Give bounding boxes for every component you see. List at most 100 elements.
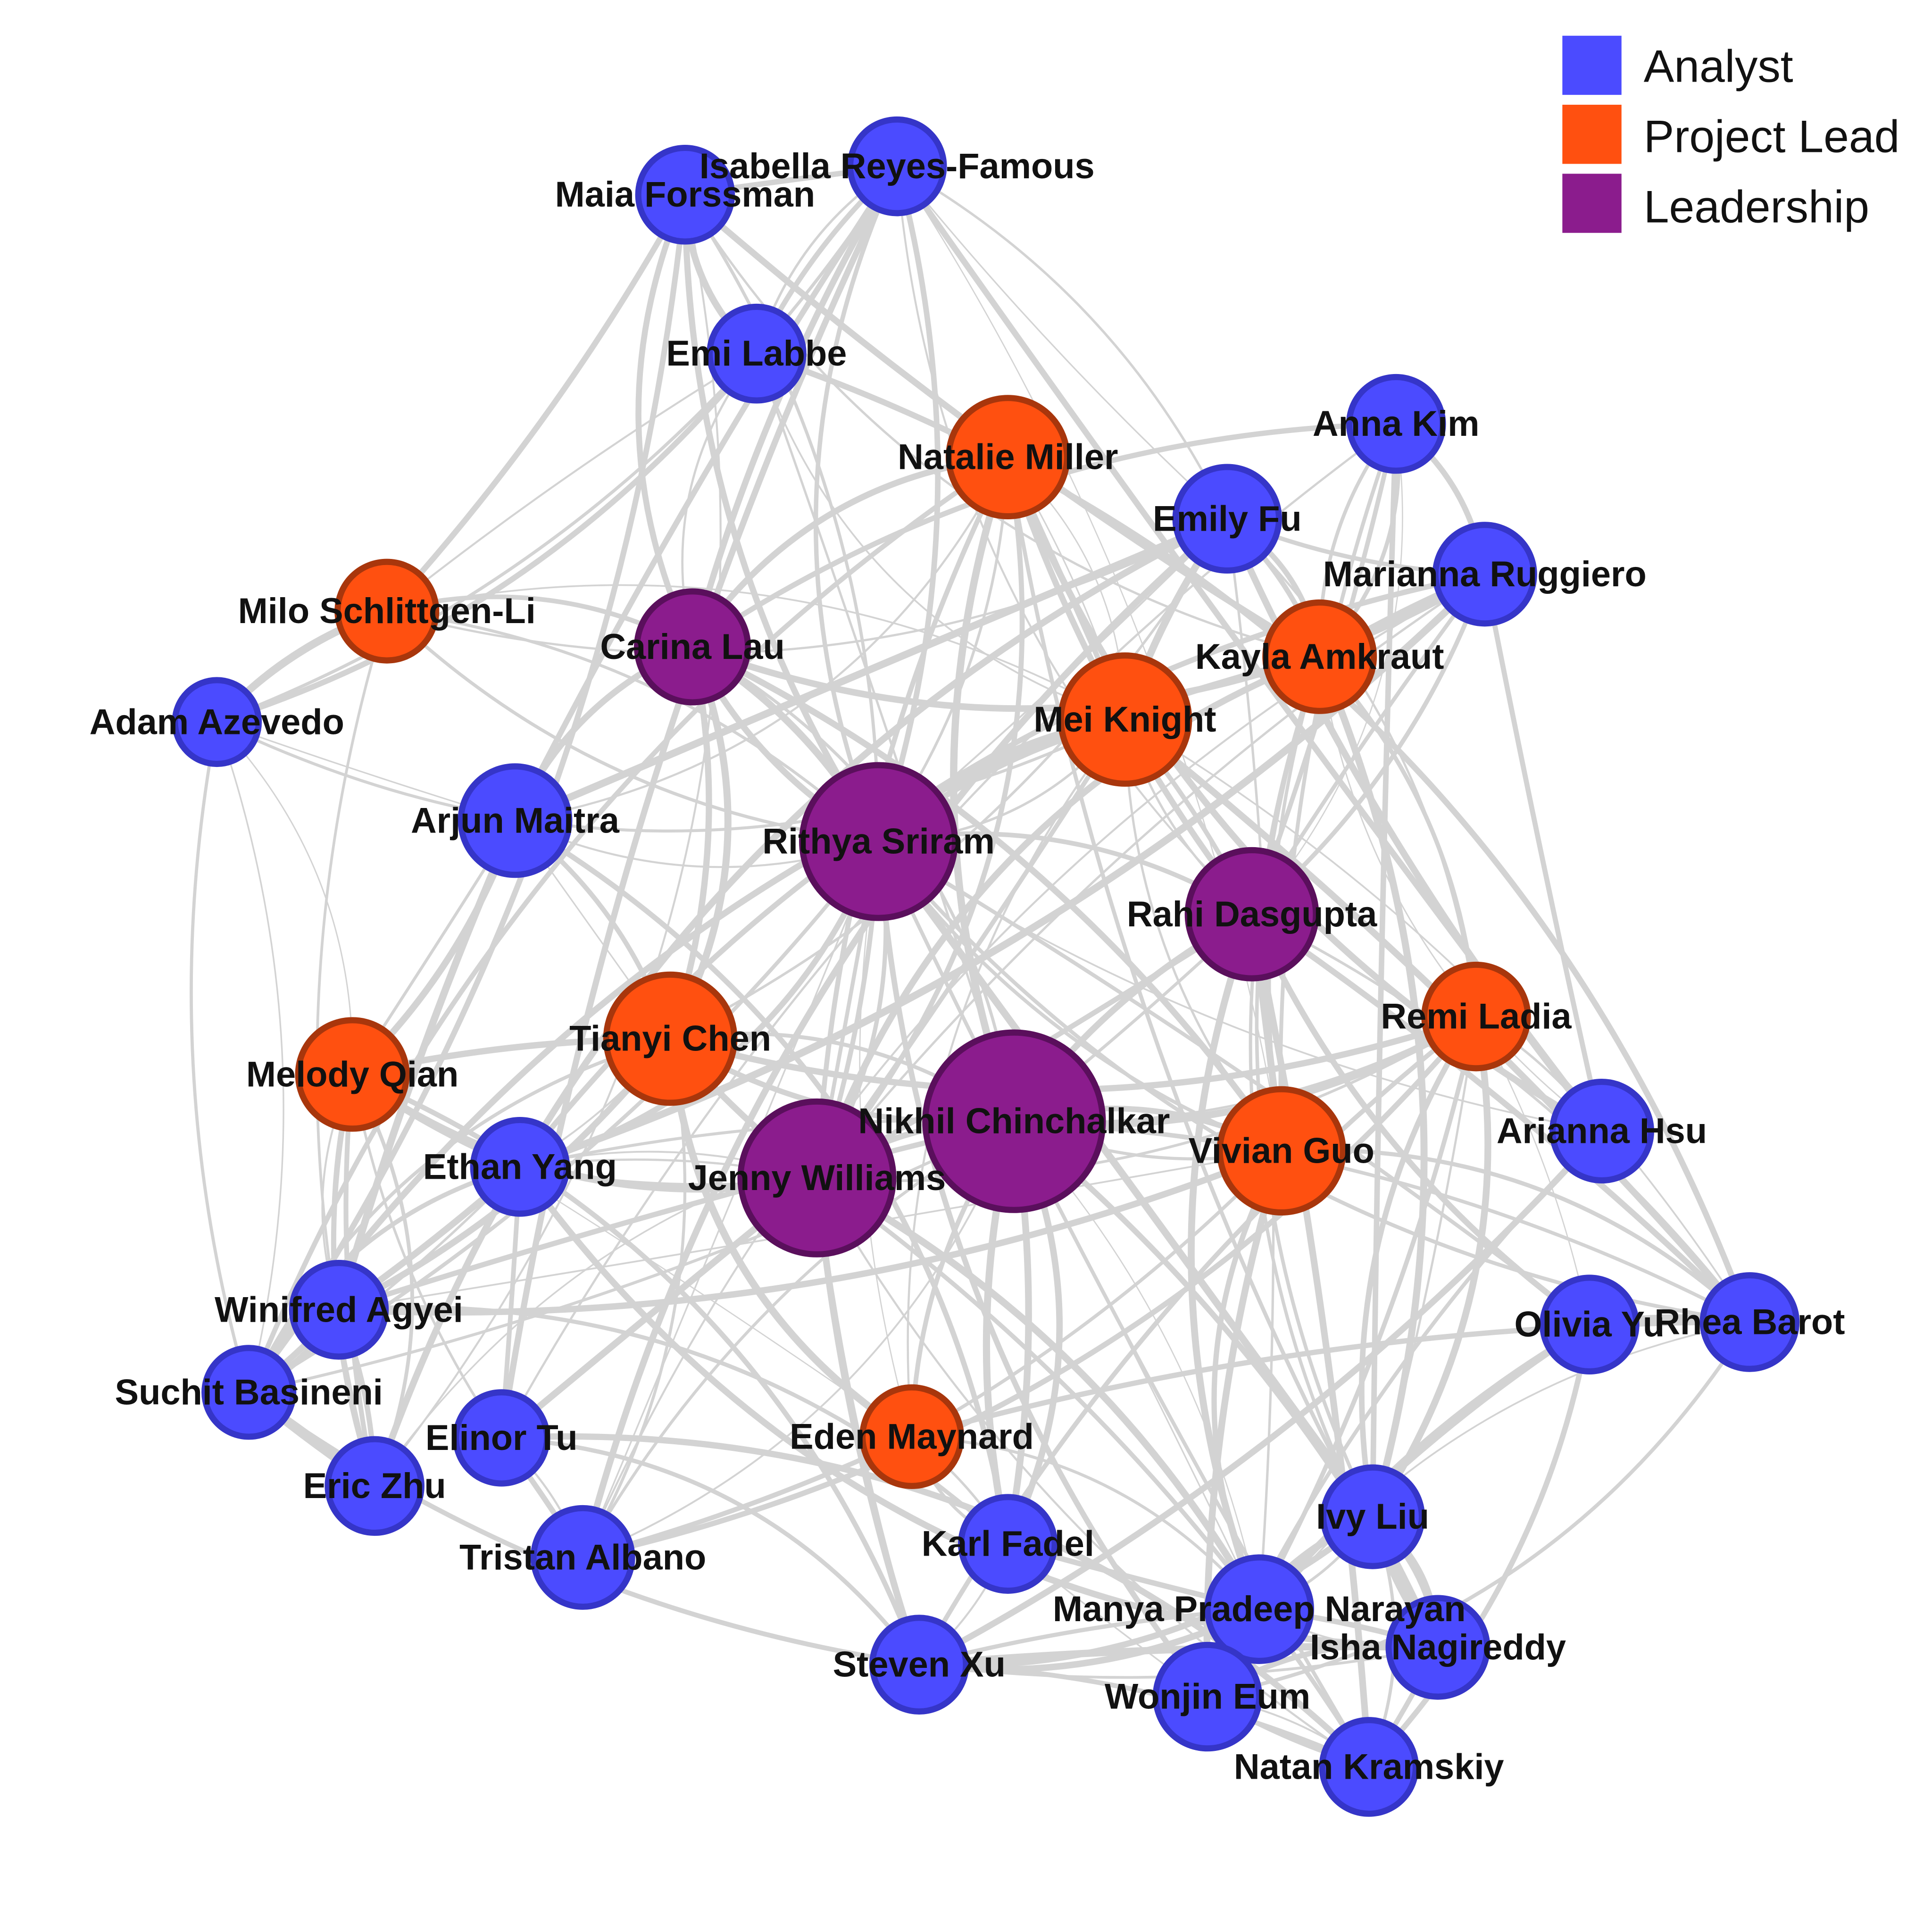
node-label-milo-schlittgen-li: Milo Schlittgen-Li	[238, 591, 536, 631]
node-emily-fu[interactable]	[1172, 464, 1282, 574]
edge	[1124, 718, 1283, 1152]
legend-label-leadership: Leadership	[1644, 182, 1869, 232]
node-label-marianna-ruggiero: Marianna Ruggiero	[1323, 554, 1647, 594]
node-label-isabella-reyes-famous: Isabella Reyes-Famous	[700, 146, 1095, 186]
edge	[511, 515, 1231, 824]
node-label-melody-qian: Melody Qian	[246, 1054, 458, 1094]
node-eden-maynard[interactable]	[859, 1384, 965, 1489]
node-eric-zhu[interactable]	[325, 1436, 425, 1536]
node-rhea-barot[interactable]	[1699, 1272, 1800, 1372]
edge	[582, 841, 880, 1558]
edge	[246, 1164, 523, 1395]
node-label-rithya-sriram: Rithya Sriram	[762, 822, 995, 862]
edge	[1319, 656, 1603, 1132]
edge	[689, 643, 1285, 1154]
node-wonjin-eum[interactable]	[1152, 1641, 1263, 1752]
node-elinor-tu[interactable]	[453, 1389, 550, 1487]
node-milo-schlittgen-li[interactable]	[334, 558, 440, 664]
node-label-elinor-tu: Elinor Tu	[425, 1418, 578, 1458]
node-rahi-dasgupta[interactable]	[1184, 847, 1319, 982]
node-label-ivy-liu: Ivy Liu	[1316, 1497, 1429, 1537]
edge	[190, 720, 251, 1394]
node-label-anna-kim: Anna Kim	[1313, 404, 1480, 444]
edge	[916, 1662, 1372, 1770]
edge	[216, 721, 353, 1075]
node-adam-azevedo[interactable]	[172, 677, 262, 767]
node-label-nikhil-chinchalkar: Nikhil Chinchalkar	[858, 1101, 1170, 1141]
node-maia-forssman[interactable]	[635, 144, 735, 245]
node-isabella-reyes-famous[interactable]	[847, 116, 947, 217]
node-suchit-basineni[interactable]	[201, 1345, 297, 1440]
node-arianna-hsu[interactable]	[1549, 1079, 1654, 1184]
node-tianyi-chen[interactable]	[603, 971, 738, 1106]
edge	[1369, 1013, 1491, 1520]
edge	[386, 584, 1126, 721]
node-label-emily-fu: Emily Fu	[1153, 499, 1302, 539]
edge	[815, 1175, 1371, 1769]
edge	[874, 838, 1376, 1521]
node-winifred-agyei[interactable]	[289, 1260, 389, 1360]
node-arjun-maitra[interactable]	[458, 763, 573, 878]
node-steven-xu[interactable]	[869, 1615, 969, 1715]
edge	[499, 1435, 922, 1667]
node-isha-nagireddy[interactable]	[1385, 1595, 1491, 1700]
edge	[1211, 1148, 1284, 1612]
edge	[690, 164, 900, 650]
edge	[371, 515, 1231, 1490]
legend-swatch-analyst	[1562, 35, 1622, 95]
node-rithya-sriram[interactable]	[799, 762, 958, 921]
edge	[247, 1120, 1016, 1394]
node-label-rahi-dasgupta: Rahi Dasgupta	[1127, 894, 1377, 934]
legend-label-analyst: Analyst	[1644, 42, 1793, 92]
node-manya-pradeep-narayan[interactable]	[1204, 1554, 1314, 1664]
edge	[1366, 1322, 1592, 1770]
node-label-suchit-basineni: Suchit Basineni	[115, 1372, 383, 1412]
node-jenny-williams[interactable]	[737, 1098, 897, 1257]
node-ivy-liu[interactable]	[1320, 1464, 1425, 1569]
edge	[1226, 517, 1275, 1611]
edge	[351, 1073, 503, 1440]
node-label-vivian-guo: Vivian Guo	[1189, 1131, 1374, 1171]
node-olivia-yu[interactable]	[1539, 1274, 1640, 1374]
edge	[384, 192, 688, 614]
node-vivian-guo[interactable]	[1216, 1086, 1346, 1216]
node-tristan-albano[interactable]	[530, 1505, 635, 1610]
node-label-adam-azevedo: Adam Azevedo	[90, 702, 344, 742]
node-label-rhea-barot: Rhea Barot	[1654, 1302, 1845, 1342]
node-anna-kim[interactable]	[1346, 374, 1446, 474]
edge	[1256, 1321, 1593, 1613]
edge	[910, 1435, 1261, 1611]
node-label-jenny-williams: Jenny Williams	[688, 1158, 946, 1198]
node-remi-ladia[interactable]	[1421, 961, 1531, 1072]
node-mei-knight[interactable]	[1058, 652, 1192, 787]
edge	[875, 163, 941, 845]
node-natalie-miller[interactable]	[945, 395, 1070, 520]
node-nikhil-chinchalkar[interactable]	[922, 1029, 1106, 1213]
node-label-eden-maynard: Eden Maynard	[790, 1416, 1034, 1457]
node-label-eric-zhu: Eric Zhu	[303, 1466, 446, 1506]
edge	[498, 163, 900, 1441]
edge	[816, 1177, 1370, 1768]
legend: Analyst Project Lead Leadership	[1562, 35, 1900, 233]
node-natan-kramskiy[interactable]	[1319, 1717, 1419, 1817]
node-carina-lau[interactable]	[634, 588, 751, 706]
node-label-ethan-yang: Ethan Yang	[423, 1147, 617, 1187]
node-marianna-ruggiero[interactable]	[1432, 522, 1537, 627]
edge	[215, 165, 899, 724]
edge	[350, 1072, 922, 1667]
node-label-wonjin-eum: Wonjin Eum	[1105, 1677, 1310, 1717]
edge	[756, 352, 1126, 721]
legend-label-project-lead: Project Lead	[1644, 111, 1900, 162]
edge	[1359, 1014, 1479, 1520]
edge	[1249, 911, 1593, 1328]
node-layer	[172, 116, 1800, 1817]
node-karl-fadel[interactable]	[958, 1494, 1058, 1594]
node-emi-labbe[interactable]	[707, 303, 807, 404]
node-ethan-yang[interactable]	[470, 1116, 570, 1217]
node-kayla-amkraut[interactable]	[1262, 599, 1377, 714]
edge	[215, 718, 1127, 833]
node-melody-qian[interactable]	[295, 1017, 410, 1132]
node-label-emi-labbe: Emi Labbe	[666, 333, 847, 374]
edge	[246, 454, 1011, 1395]
